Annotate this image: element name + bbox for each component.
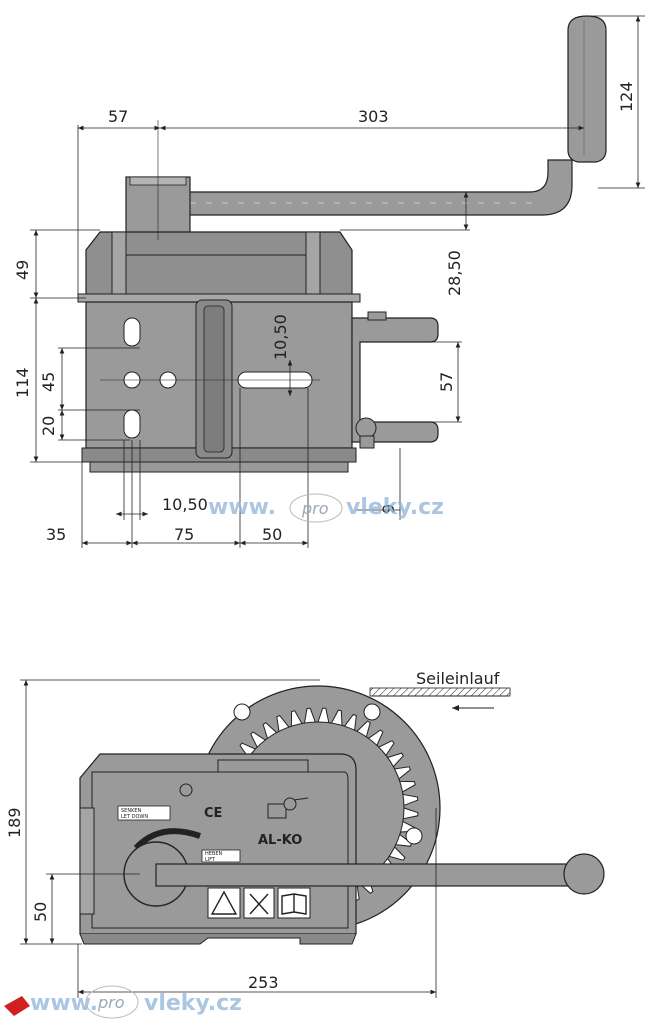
dim-114: 114 — [13, 367, 32, 398]
watermark-mid: www. pro vleky.cz — [208, 493, 444, 523]
watermark-bottom: www. pro vleky.cz — [4, 985, 242, 1019]
crank-handle — [187, 15, 607, 216]
dim-57-top: 57 — [108, 107, 128, 126]
dim-253: 253 — [248, 973, 279, 992]
dim-28-50: 28,50 — [445, 250, 464, 296]
ce-mark: CE — [204, 806, 222, 821]
svg-text:SENKEN: SENKEN — [121, 808, 142, 814]
dim-189: 189 — [5, 807, 24, 838]
side-crank — [155, 853, 605, 895]
dim-10-50-vertical: 10,50 — [271, 314, 290, 360]
svg-text:vleky.cz: vleky.cz — [144, 991, 242, 1016]
dim-9: 9 — [379, 504, 398, 514]
cable-bracket — [351, 311, 439, 449]
dim-75: 75 — [174, 525, 194, 544]
svg-text:vleky.cz: vleky.cz — [346, 495, 444, 520]
svg-text:www.: www. — [208, 495, 276, 520]
dim-50-side: 50 — [31, 902, 50, 922]
screw-icon — [179, 783, 193, 797]
dim-50: 50 — [262, 525, 282, 544]
slot-top — [123, 317, 141, 347]
svg-text:www.: www. — [30, 991, 98, 1016]
svg-text:pro: pro — [301, 499, 329, 518]
top-view: 57 303 124 49 28,50 114 45 20 10,50 57 1… — [13, 15, 645, 548]
label-senken: SENKEN LET DOWN — [117, 805, 171, 821]
label-heben: HEBEN LIFT — [201, 849, 241, 863]
brand-logo: AL-KO — [258, 833, 302, 848]
no-lifting-persons-icon — [249, 893, 269, 915]
svg-text:LET DOWN: LET DOWN — [121, 814, 148, 820]
dim-10-50-horizontal: 10,50 — [162, 495, 208, 514]
warning-icons — [207, 887, 311, 919]
housing-upper — [77, 231, 361, 303]
manual-book-icon — [281, 893, 307, 915]
seileinlauf-label: Seileinlauf — [416, 669, 500, 688]
dim-303: 303 — [358, 107, 389, 126]
cable-inlet: Seileinlauf — [369, 669, 511, 711]
dim-57-right: 57 — [437, 372, 456, 392]
dim-45: 45 — [39, 372, 58, 392]
svg-text:LIFT: LIFT — [205, 857, 216, 863]
svg-text:pro: pro — [97, 993, 125, 1012]
dim-35: 35 — [46, 525, 66, 544]
dim-49: 49 — [13, 260, 32, 280]
cable-symbol-icon — [267, 797, 309, 819]
svg-text:HEBEN: HEBEN — [205, 851, 223, 857]
housing-lower — [81, 299, 357, 473]
dim-20: 20 — [39, 416, 58, 436]
side-view: SENKEN LET DOWN HEBEN LIFT CE AL-KO — [4, 669, 605, 1019]
slot-bottom — [123, 409, 141, 439]
dim-124: 124 — [617, 81, 636, 112]
warning-triangle-icon — [210, 890, 238, 915]
